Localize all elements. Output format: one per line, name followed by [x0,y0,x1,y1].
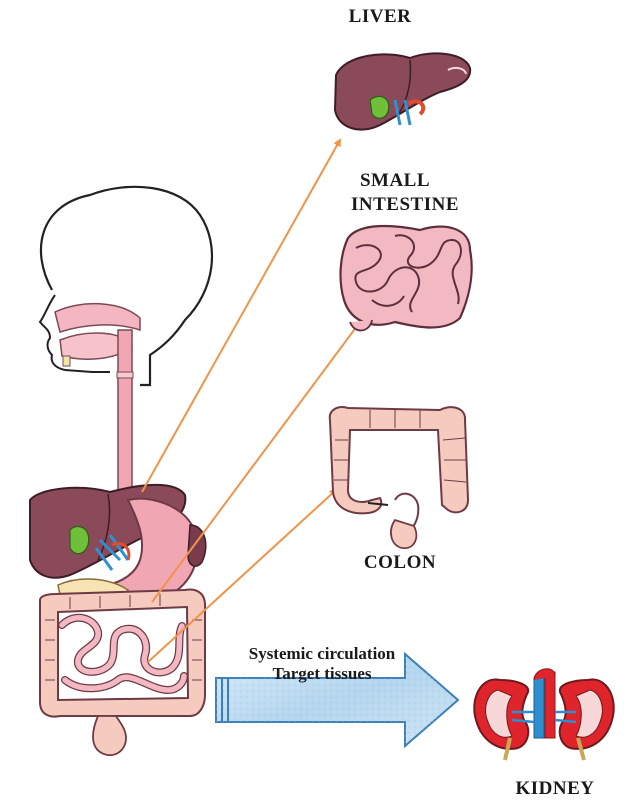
label-liver: LIVER [340,6,420,28]
rectum [93,716,126,755]
label-target-tissues: Target tissues [222,664,422,684]
small-intestine-bottom [350,320,372,330]
label-small-intestine-line2: INTESTINE [340,194,470,216]
small-intestine-outer [341,226,472,327]
colon-rectum [391,520,416,548]
abdomen-gallbladder [70,526,89,553]
liver-gallbladder [370,96,389,118]
spleen [188,525,206,566]
oral-cavity [55,304,140,332]
human-figure [30,187,212,755]
label-small-intestine-line1: SMALL [340,170,450,192]
esophagus [118,330,132,498]
tooth [63,356,70,366]
esophagus-band [117,372,133,378]
label-kidney: KIDNEY [500,778,610,800]
arrow-to-small-intestine [152,322,360,602]
colon-organ [330,407,468,548]
liver-shape [335,53,470,129]
small-intestine-organ [341,226,472,330]
abdomen-small-intestine-fill [62,618,184,690]
label-colon: COLON [350,552,450,574]
label-systemic-circulation: Systemic circulation [222,644,422,664]
vena-cava [545,672,555,738]
aorta [534,678,544,738]
kidneys-organ [474,669,613,760]
liver-organ [335,53,470,129]
